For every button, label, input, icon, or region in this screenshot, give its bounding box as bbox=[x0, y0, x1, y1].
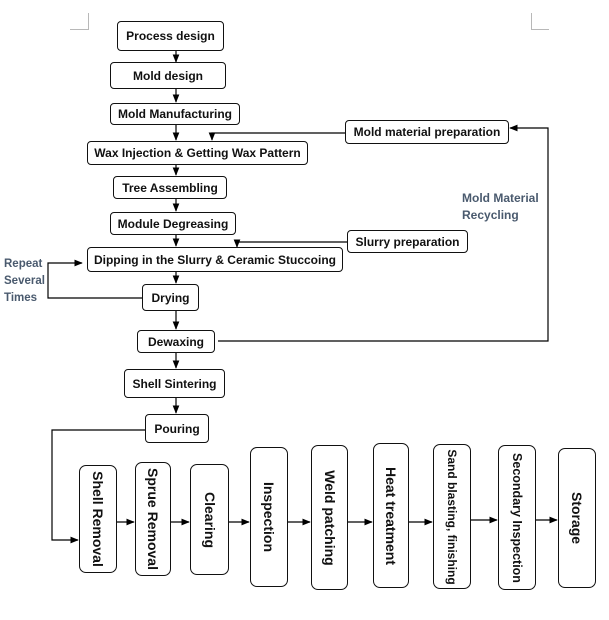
step-module-degreasing: Module Degreasing bbox=[110, 212, 236, 235]
post-weld-patching-label: Weld patching bbox=[321, 469, 338, 566]
step-dipping: Dipping in the Slurry & Ceramic Stuccoin… bbox=[87, 247, 343, 272]
step-module-degreasing-label: Module Degreasing bbox=[117, 216, 229, 231]
post-shell-removal: Shell Removal bbox=[79, 465, 117, 573]
post-sprue-removal: Sprue Removal bbox=[135, 462, 171, 576]
post-clearing-label: Clearing bbox=[201, 491, 218, 548]
crop-mark-left-horizontal bbox=[70, 29, 88, 30]
step-mold-design-label: Mold design bbox=[133, 68, 203, 83]
post-inspection-label: Inspection bbox=[261, 481, 277, 553]
post-clearing: Clearing bbox=[190, 464, 229, 575]
post-shell-removal-label: Shell Removal bbox=[90, 471, 106, 567]
repeat-note-line-2: Several bbox=[4, 275, 45, 287]
mold-material-recycling-note: Mold Material Recycling bbox=[462, 190, 539, 224]
post-sand-blasting-label: Sand blasting, finishing bbox=[445, 448, 459, 585]
post-sprue-removal-label: Sprue Removal bbox=[145, 468, 161, 570]
post-secondary-inspection: Secondary Inspection bbox=[498, 445, 536, 590]
repeat-note-line-1: Repeat bbox=[4, 258, 43, 270]
arrow-slurry-feed bbox=[233, 239, 347, 248]
post-heat-treatment: Heat treatment bbox=[373, 443, 409, 588]
repeat-loop-line bbox=[47, 259, 142, 299]
step-shell-sintering: Shell Sintering bbox=[124, 369, 225, 398]
step-pouring-label: Pouring bbox=[154, 421, 200, 436]
recycling-note-line-1: Mold Material bbox=[462, 191, 539, 205]
step-drying-label: Drying bbox=[151, 290, 190, 305]
step-dipping-label: Dipping in the Slurry & Ceramic Stuccoin… bbox=[93, 252, 337, 267]
post-weld-patching: Weld patching bbox=[311, 445, 348, 590]
step-tree-assembling: Tree Assembling bbox=[113, 176, 227, 199]
post-heat-treatment-label: Heat treatment bbox=[383, 466, 399, 565]
crop-mark-right-horizontal bbox=[531, 29, 549, 30]
step-mold-design: Mold design bbox=[110, 62, 226, 89]
pouring-to-shell-removal-line bbox=[51, 429, 145, 544]
input-slurry-preparation-label: Slurry preparation bbox=[355, 234, 460, 249]
crop-mark-left-vertical bbox=[88, 13, 89, 30]
post-secondary-inspection-label: Secondary Inspection bbox=[510, 452, 524, 583]
input-mold-material-preparation: Mold material preparation bbox=[345, 120, 509, 144]
arrow-mold-material-feed bbox=[208, 132, 345, 141]
step-process-design: Process design bbox=[117, 21, 224, 51]
crop-mark-right-vertical bbox=[531, 13, 532, 30]
repeat-several-times-note: Repeat Several Times bbox=[4, 256, 45, 307]
post-storage-label: Storage bbox=[569, 491, 585, 545]
step-dewaxing: Dewaxing bbox=[137, 330, 215, 353]
recycling-note-line-2: Recycling bbox=[462, 208, 519, 222]
step-dewaxing-label: Dewaxing bbox=[147, 334, 204, 349]
input-slurry-preparation: Slurry preparation bbox=[347, 230, 468, 253]
step-mold-manufacturing: Mold Manufacturing bbox=[110, 103, 240, 125]
step-drying: Drying bbox=[142, 284, 199, 311]
step-wax-injection: Wax Injection & Getting Wax Pattern bbox=[87, 141, 308, 165]
step-pouring: Pouring bbox=[145, 414, 209, 443]
step-process-design-label: Process design bbox=[126, 29, 215, 43]
input-mold-material-preparation-label: Mold material preparation bbox=[353, 125, 501, 139]
step-wax-injection-label: Wax Injection & Getting Wax Pattern bbox=[94, 146, 301, 160]
step-tree-assembling-label: Tree Assembling bbox=[122, 180, 218, 195]
step-shell-sintering-label: Shell Sintering bbox=[132, 376, 217, 391]
repeat-note-line-3: Times bbox=[4, 292, 38, 304]
post-inspection: Inspection bbox=[250, 447, 288, 587]
step-mold-manufacturing-label: Mold Manufacturing bbox=[118, 107, 232, 121]
post-sand-blasting: Sand blasting, finishing bbox=[433, 444, 471, 589]
post-storage: Storage bbox=[558, 448, 596, 588]
recycling-loop-line bbox=[218, 124, 549, 342]
